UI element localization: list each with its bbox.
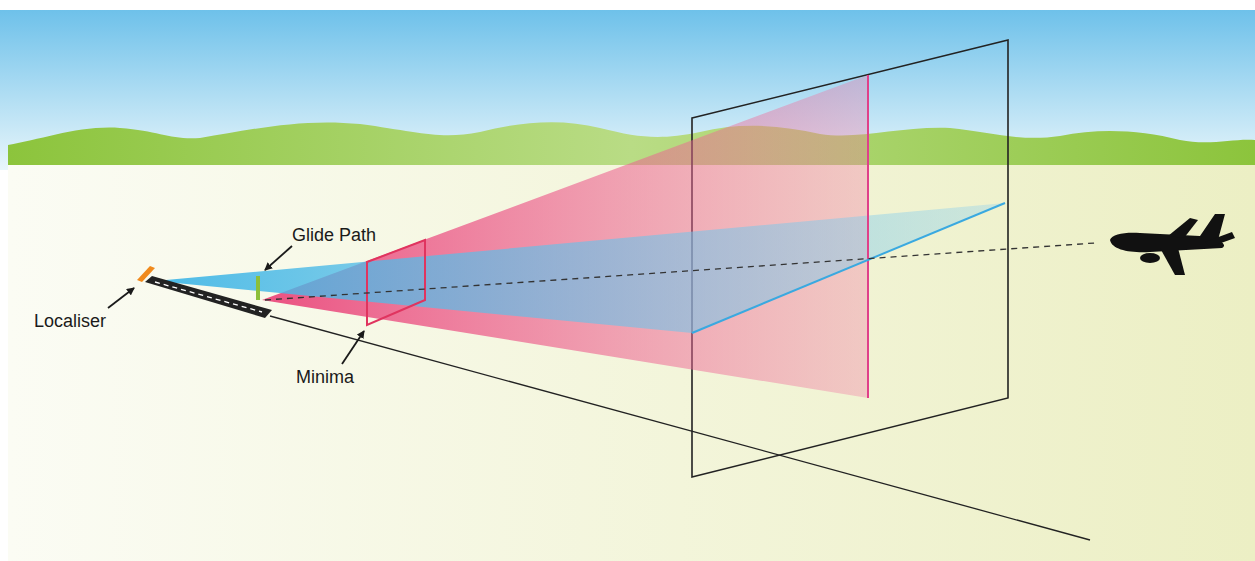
callout-label: Minima bbox=[296, 368, 354, 388]
callout-label: Glide Path bbox=[292, 226, 376, 246]
callout-label: Localiser bbox=[34, 312, 106, 332]
